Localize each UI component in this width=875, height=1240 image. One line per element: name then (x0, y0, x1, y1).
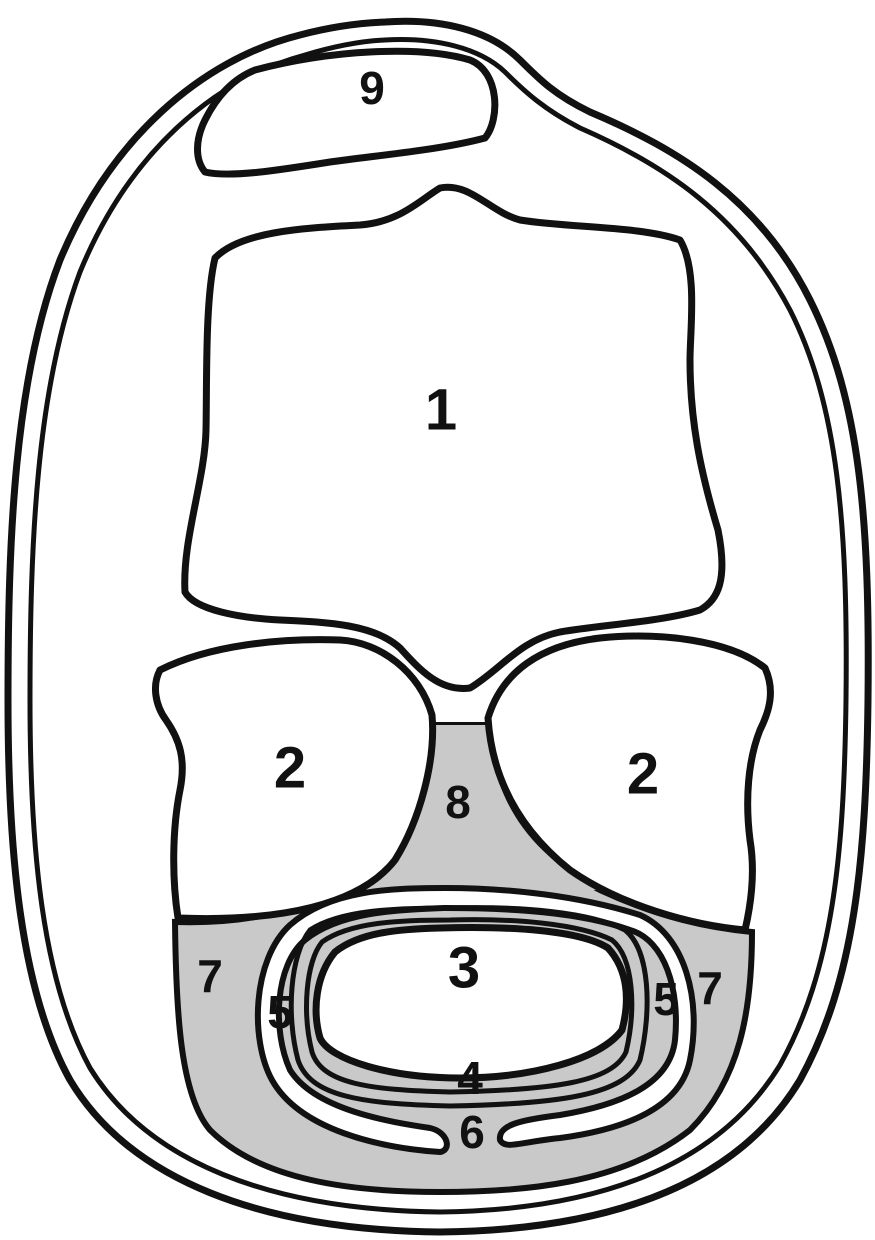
label-4: 4 (457, 1052, 483, 1104)
label-1: 1 (425, 377, 457, 442)
label-2-right: 2 (627, 741, 659, 806)
label-2-left: 2 (274, 735, 306, 800)
label-5-right: 5 (653, 973, 679, 1025)
label-7-right: 7 (697, 962, 723, 1014)
label-9: 9 (359, 62, 385, 114)
label-7-left: 7 (197, 950, 223, 1002)
label-8: 8 (445, 776, 471, 828)
label-3: 3 (448, 935, 480, 1000)
label-6: 6 (459, 1106, 485, 1158)
bone-9 (198, 51, 495, 174)
label-5-left: 5 (267, 986, 293, 1038)
